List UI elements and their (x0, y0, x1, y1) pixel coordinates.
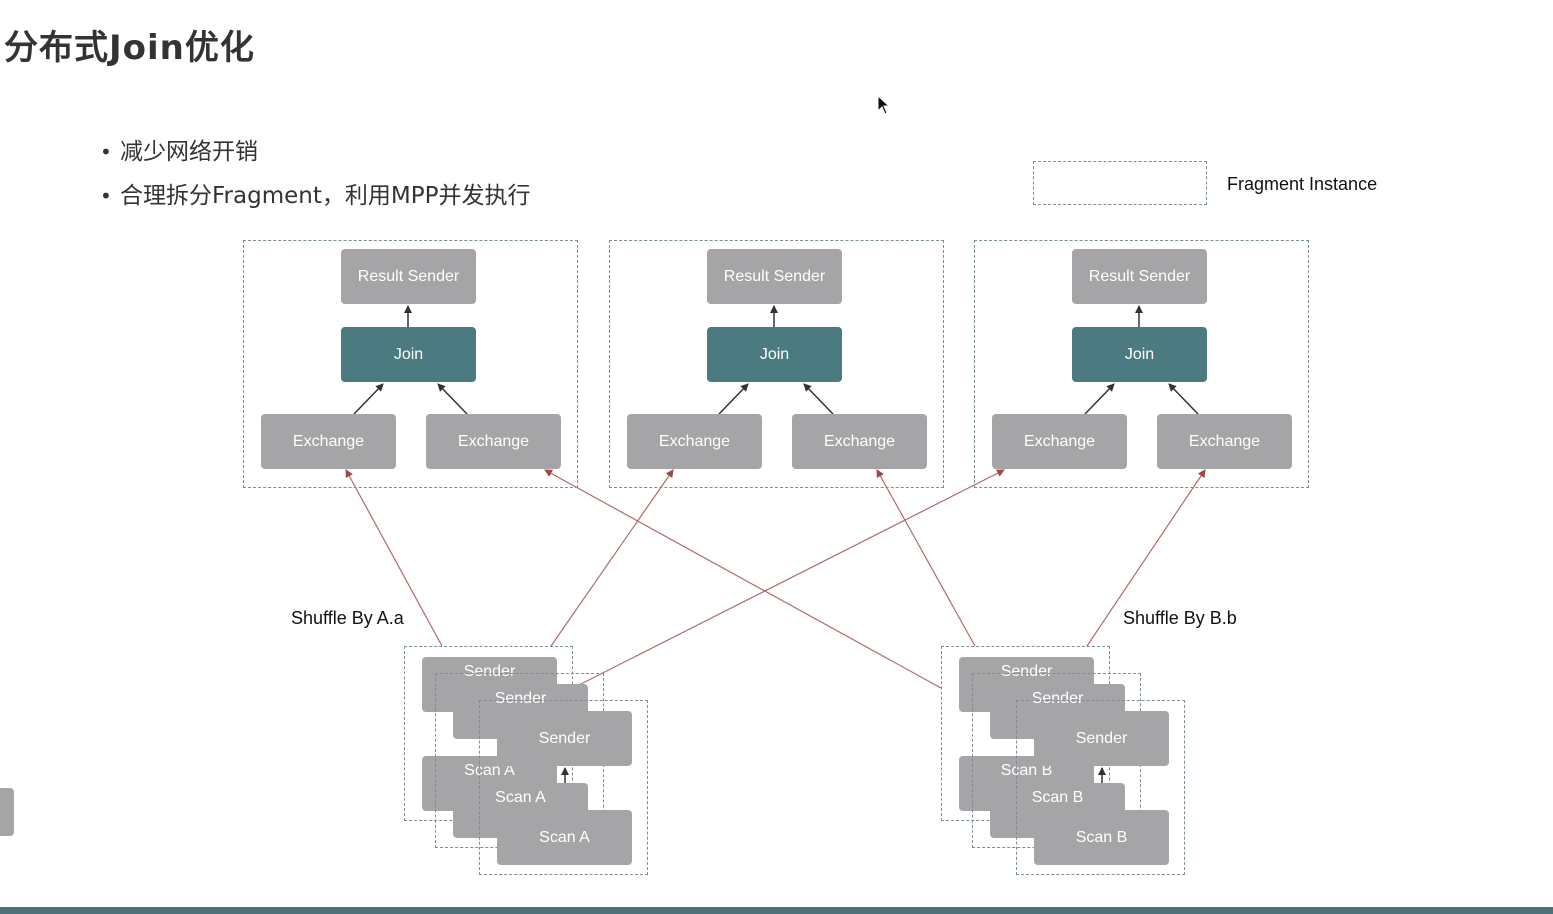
bullet-list: • 减少网络开销 • 合理拆分Fragment，利用MPP并发执行 (100, 136, 530, 224)
mouse-pointer-icon (877, 95, 891, 115)
shuffle-b-to-fragment-1 (544, 469, 942, 689)
bullet-item: • 减少网络开销 (100, 136, 530, 180)
node-label: Exchange (823, 432, 896, 450)
join-node: Join (1072, 327, 1207, 382)
join-node: Join (341, 327, 476, 382)
shuffle-b-to-fragment-2 (876, 469, 976, 647)
node-label: Sender (463, 662, 516, 680)
exchange-node: Exchange (1157, 414, 1292, 469)
shuffle-label-a: Shuffle By A.a (291, 608, 404, 628)
bullet-text: 合理拆分Fragment，利用MPP并发执行 (120, 183, 531, 209)
node-label: Sender (1031, 689, 1084, 707)
node-label: Exchange (1023, 432, 1096, 450)
page-title: 分布式Join优化 (4, 28, 255, 68)
exchange-node: Exchange (261, 414, 396, 469)
sender-node: Sender (497, 711, 632, 766)
node-label: Join (393, 345, 424, 363)
sender-node: Sender (1034, 711, 1169, 766)
bullet-text: 减少网络开销 (120, 139, 258, 165)
join-fragment-2 (609, 240, 944, 488)
bullet-item: • 合理拆分Fragment，利用MPP并发执行 (100, 180, 530, 224)
exchange-node: Exchange (792, 414, 927, 469)
node-label: Scan B (1075, 828, 1128, 846)
node-label: Join (759, 345, 790, 363)
shuffle-a-to-fragment-2 (550, 469, 674, 647)
legend-swatch (1033, 161, 1207, 205)
exchange-node: Exchange (627, 414, 762, 469)
shuffle-label-b: Shuffle By B.b (1123, 608, 1237, 628)
shuffle-a-to-fragment-3 (572, 469, 1005, 689)
bullet-dot-icon: • (100, 140, 112, 164)
scan-fragment-a-3 (479, 700, 648, 875)
join-fragment-3 (974, 240, 1309, 488)
join-node: Join (707, 327, 842, 382)
scan-node: Scan A (497, 810, 632, 865)
node-label: Result Sender (1088, 267, 1191, 285)
scan-fragment-b-3 (1016, 700, 1185, 875)
exchange-node: Exchange (992, 414, 1127, 469)
node-label: Sender (494, 689, 547, 707)
node-label: Exchange (1188, 432, 1261, 450)
join-fragment-1 (243, 240, 578, 488)
bullet-dot-icon: • (100, 184, 112, 208)
legend-label: Fragment Instance (1227, 174, 1378, 194)
node-label: Scan A (495, 788, 546, 806)
bottom-progress-bar (0, 907, 1553, 914)
node-label: Scan A (539, 828, 590, 846)
result-sender-node: Result Sender (707, 249, 842, 304)
node-label: Result Sender (723, 267, 826, 285)
result-sender-node: Result Sender (1072, 249, 1207, 304)
exchange-node: Exchange (426, 414, 561, 469)
node-label: Exchange (292, 432, 365, 450)
side-tab-handle[interactable] (0, 788, 14, 836)
node-label: Exchange (658, 432, 731, 450)
node-label: Scan B (1031, 788, 1084, 806)
node-label: Sender (538, 729, 591, 747)
node-label: Exchange (457, 432, 530, 450)
scan-node: Scan B (1034, 810, 1169, 865)
node-label: Sender (1075, 729, 1128, 747)
result-sender-node: Result Sender (341, 249, 476, 304)
node-label: Join (1124, 345, 1155, 363)
node-label: Result Sender (357, 267, 460, 285)
node-label: Sender (1000, 662, 1053, 680)
